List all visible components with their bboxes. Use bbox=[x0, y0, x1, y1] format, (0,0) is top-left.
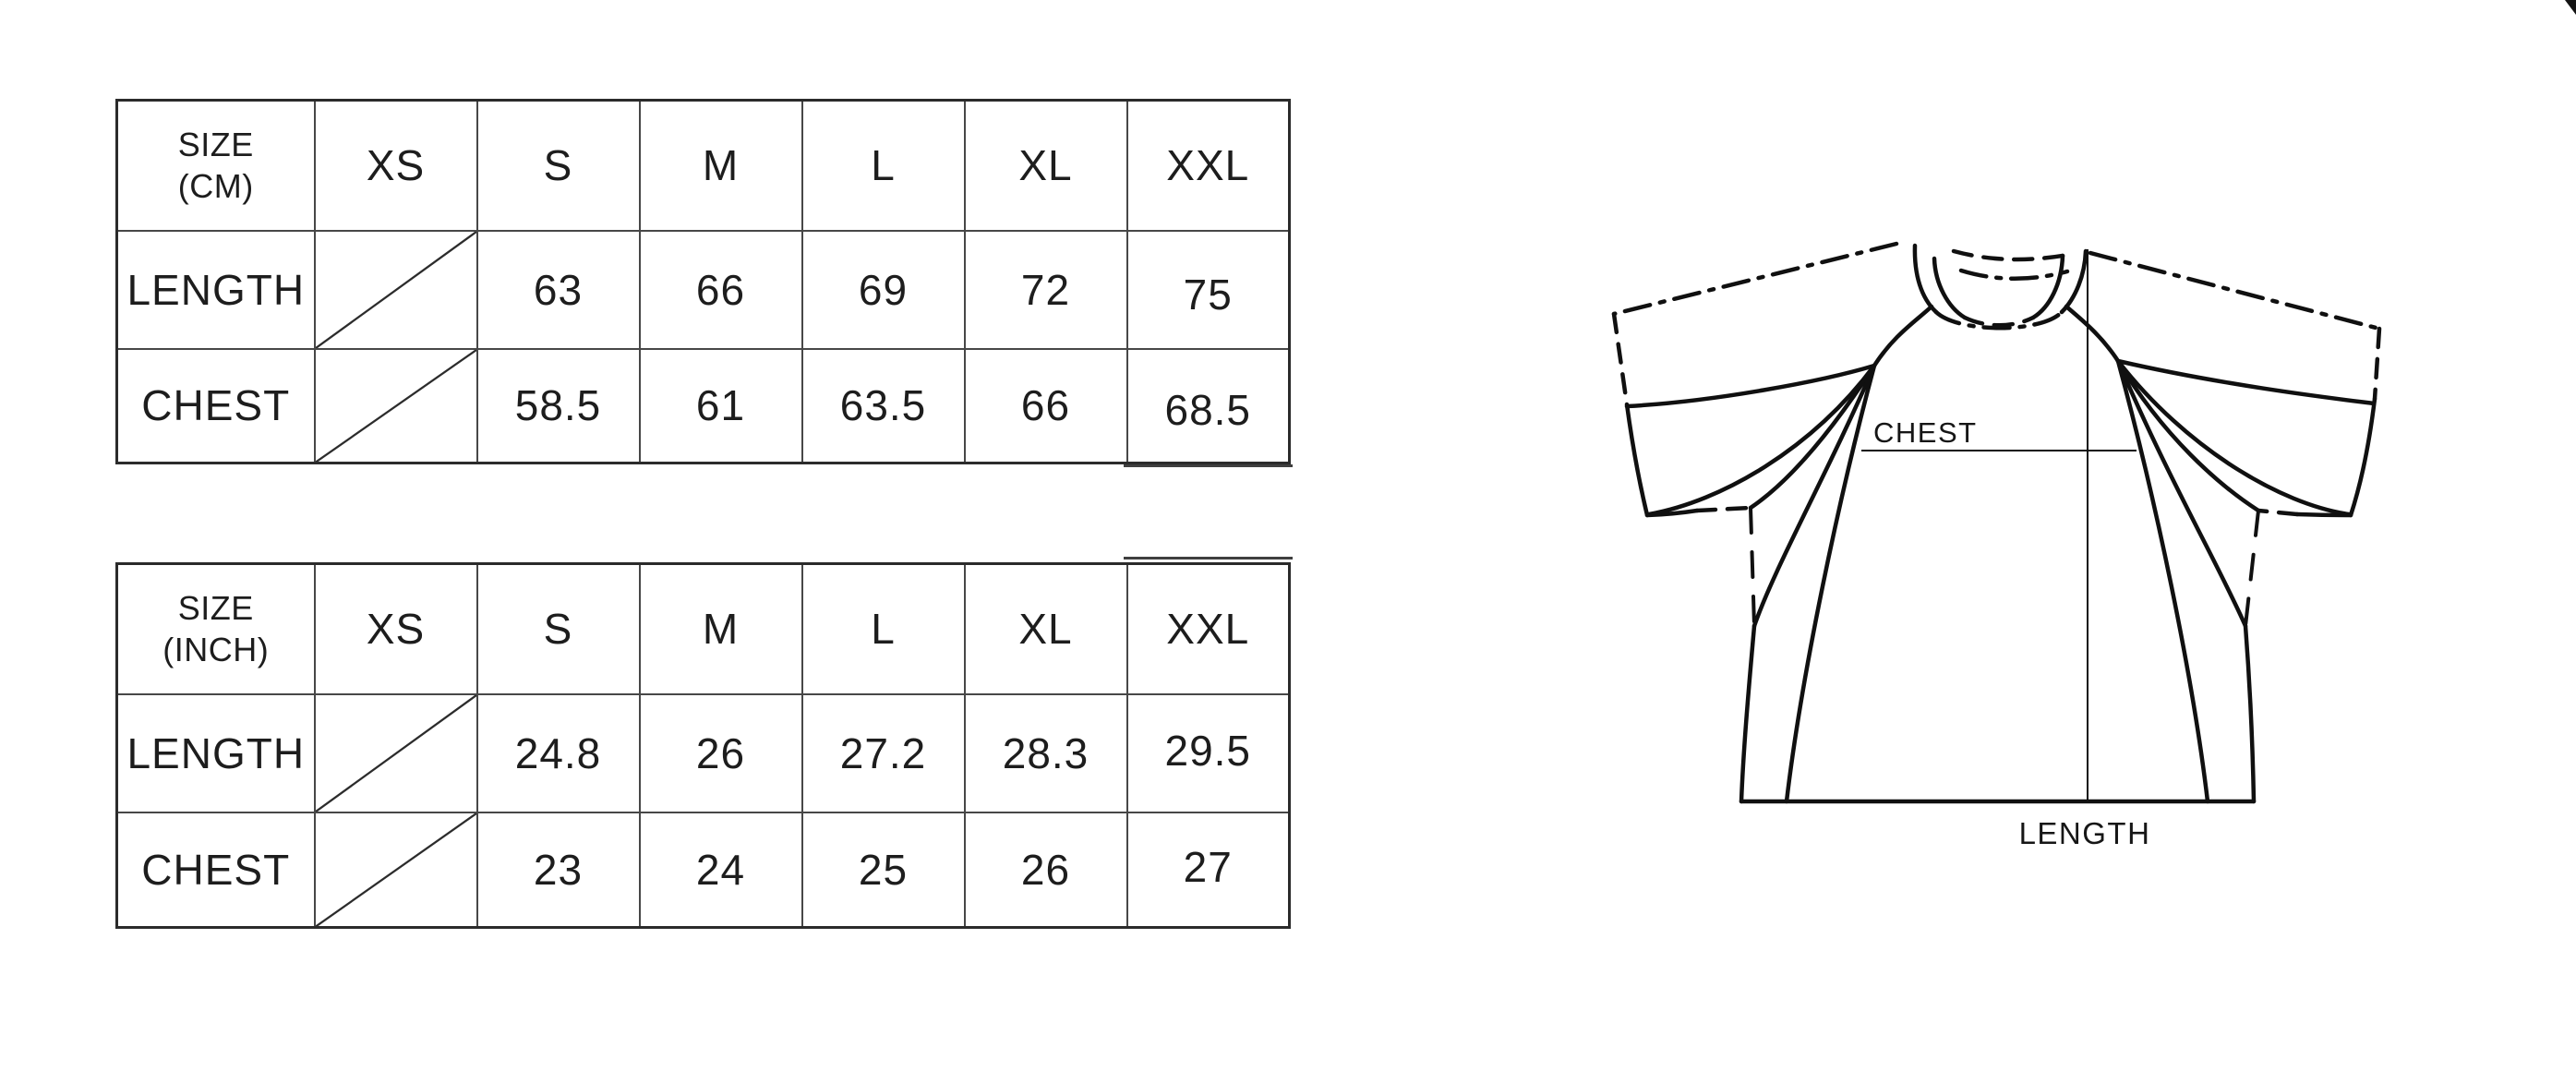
row-header-chest: CHEST bbox=[115, 347, 316, 464]
diagonal-slash-icon bbox=[315, 812, 476, 926]
cell-cm-length-m: 66 bbox=[638, 229, 803, 350]
cell-cm-chest-m: 61 bbox=[638, 347, 803, 464]
size-col-header-xxl: XXL bbox=[1125, 99, 1291, 232]
collar bbox=[1912, 243, 2088, 331]
tshirt-drawing: CHEST LENGTH bbox=[1611, 241, 2382, 850]
cell-cm-length-s: 63 bbox=[475, 229, 641, 350]
empty-xs-cell bbox=[313, 229, 478, 350]
size-table-cm: SIZE (CM) XS S M L XL XXL LENGTH 63 66 6… bbox=[115, 99, 1293, 467]
size-col-header-s: S bbox=[475, 99, 641, 232]
cell-cm-chest-s: 58.5 bbox=[475, 347, 641, 464]
diagonal-slash-icon bbox=[315, 694, 476, 812]
table-header-row: SIZE (INCH) XS S M L XL XXL bbox=[115, 562, 1291, 695]
left-sleeve bbox=[1611, 241, 1899, 518]
size-col-header-l: L bbox=[800, 562, 966, 695]
row-header-chest: CHEST bbox=[115, 811, 316, 929]
table-row-length: LENGTH 24.8 26 27.2 28.3 29.5 bbox=[115, 692, 1291, 813]
cell-cm-length-l: 69 bbox=[800, 229, 966, 350]
cell-inch-chest-s: 23 bbox=[475, 811, 641, 929]
right-sleeve bbox=[2088, 250, 2382, 518]
size-table-inch: SIZE (INCH) XS S M L XL XXL LENGTH 24.8 … bbox=[115, 557, 1293, 929]
table-title-cell: SIZE (INCH) bbox=[115, 562, 316, 695]
diagonal-slash-icon bbox=[315, 349, 476, 462]
table-title-cell: SIZE (CM) bbox=[115, 99, 316, 232]
cell-inch-chest-xxl: 27 bbox=[1125, 811, 1291, 929]
size-table-cm-grid: SIZE (CM) XS S M L XL XXL LENGTH 63 66 6… bbox=[115, 99, 1291, 464]
size-col-header-s: S bbox=[475, 562, 641, 695]
cell-cm-chest-xl: 66 bbox=[963, 347, 1128, 464]
xxl-column-artifact bbox=[1124, 557, 1293, 560]
size-col-header-xxl: XXL bbox=[1125, 562, 1291, 695]
cell-inch-chest-m: 24 bbox=[638, 811, 803, 929]
body-outline bbox=[1646, 304, 2352, 804]
size-col-header-xl: XL bbox=[963, 562, 1128, 695]
cell-inch-length-s: 24.8 bbox=[475, 692, 641, 813]
cell-inch-chest-l: 25 bbox=[800, 811, 966, 929]
cell-cm-length-xxl: 75 bbox=[1125, 229, 1291, 350]
empty-xs-cell bbox=[313, 692, 478, 813]
table-row-chest: CHEST 58.5 61 63.5 66 68.5 bbox=[115, 347, 1291, 464]
table-header-row: SIZE (CM) XS S M L XL XXL bbox=[115, 99, 1291, 232]
table-row-length: LENGTH 63 66 69 72 75 bbox=[115, 229, 1291, 350]
cell-inch-chest-xl: 26 bbox=[963, 811, 1128, 929]
table-title-line2: (CM) bbox=[177, 167, 254, 206]
measurement-lines bbox=[1861, 249, 2137, 800]
tshirt-diagram: CHEST LENGTH bbox=[1592, 231, 2423, 877]
size-col-header-xs: XS bbox=[313, 99, 478, 232]
cell-cm-length-xl: 72 bbox=[963, 229, 1128, 350]
length-label: LENGTH bbox=[2019, 816, 2151, 850]
cell-inch-length-m: 26 bbox=[638, 692, 803, 813]
size-col-header-xl: XL bbox=[963, 99, 1128, 232]
empty-xs-cell bbox=[313, 811, 478, 929]
cell-inch-length-l: 27.2 bbox=[800, 692, 966, 813]
table-title-line1: SIZE bbox=[177, 126, 254, 164]
cell-inch-length-xxl: 29.5 bbox=[1125, 692, 1291, 813]
chest-label: CHEST bbox=[1873, 416, 1978, 449]
cell-inch-length-xl: 28.3 bbox=[963, 692, 1128, 813]
table-title-line2: (INCH) bbox=[163, 631, 270, 669]
size-col-header-m: M bbox=[638, 562, 803, 695]
cell-cm-chest-l: 63.5 bbox=[800, 347, 966, 464]
size-col-header-m: M bbox=[638, 99, 803, 232]
table-title-line1: SIZE bbox=[177, 589, 254, 628]
row-header-length: LENGTH bbox=[115, 692, 316, 813]
corner-artifact bbox=[2565, 0, 2576, 15]
empty-xs-cell bbox=[313, 347, 478, 464]
xxl-column-artifact bbox=[1124, 464, 1293, 467]
size-col-header-xs: XS bbox=[313, 562, 478, 695]
table-row-chest: CHEST 23 24 25 26 27 bbox=[115, 811, 1291, 929]
size-table-inch-grid: SIZE (INCH) XS S M L XL XXL LENGTH 24.8 … bbox=[115, 562, 1291, 929]
row-header-length: LENGTH bbox=[115, 229, 316, 350]
size-col-header-l: L bbox=[800, 99, 966, 232]
diagonal-slash-icon bbox=[315, 231, 476, 348]
cell-cm-chest-xxl: 68.5 bbox=[1125, 347, 1291, 464]
